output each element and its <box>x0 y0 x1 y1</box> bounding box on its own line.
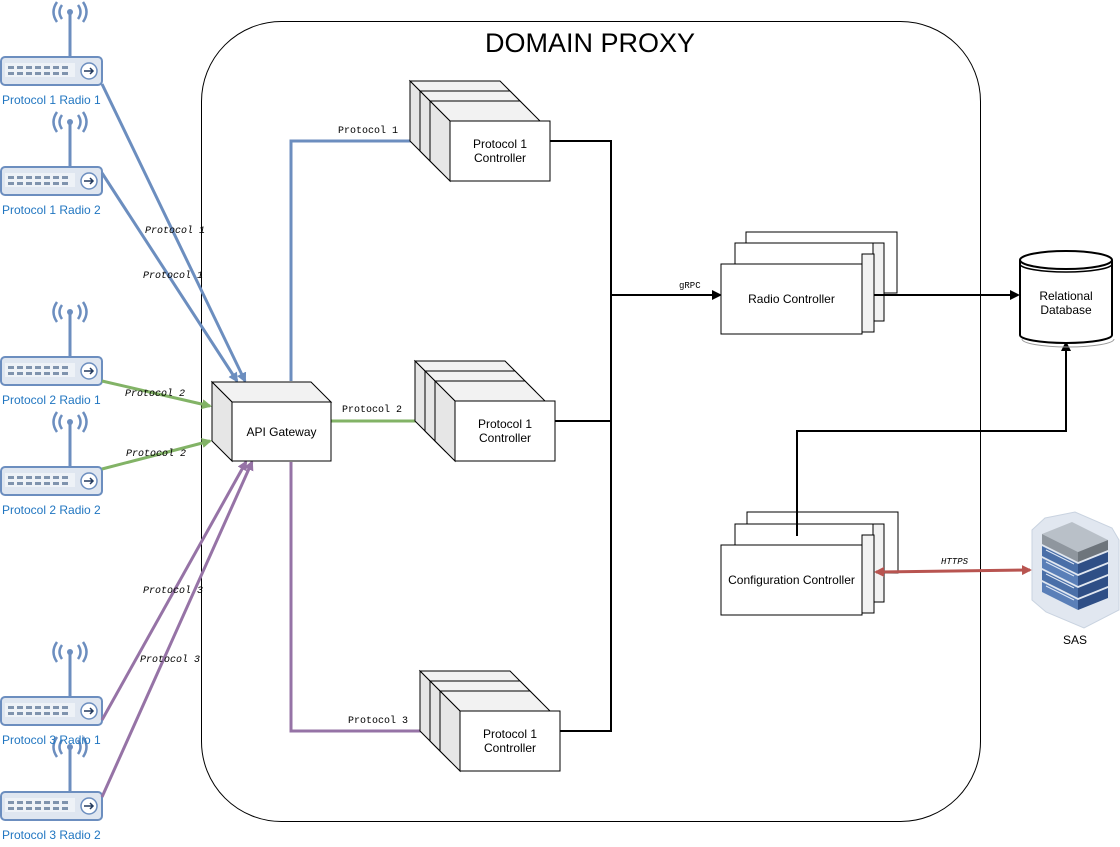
edge-label-gw-p3: Protocol 3 <box>348 716 409 727</box>
edge-label-p1-b: Protocol 1 <box>143 271 204 282</box>
edge-label-grpc: gRPC <box>679 281 701 291</box>
radio-icon-5 <box>0 640 104 727</box>
radio-icon-6 <box>0 735 104 822</box>
edge-gateway-controller-3 <box>289 462 440 736</box>
database-line1: Relational <box>1039 289 1093 303</box>
radio-label-p1r2: Protocol 1 Radio 2 <box>2 203 101 217</box>
relational-database-node[interactable] <box>1019 250 1115 348</box>
controller-3-line2: Controller <box>483 741 537 755</box>
database-line2: Database <box>1040 303 1092 317</box>
radio-label-p1r1: Protocol 1 Radio 1 <box>2 93 101 107</box>
configuration-controller-node[interactable] <box>720 511 899 616</box>
radio-icon-2 <box>0 110 104 197</box>
edge-label-p1-a: Protocol 1 <box>145 226 206 237</box>
edge-p3r1-gateway <box>100 460 248 721</box>
radio-icon-1 <box>0 0 104 87</box>
database-label: Relational Database <box>1020 268 1112 338</box>
edge-gateway-controller-1 <box>289 136 431 381</box>
sas-server-icon[interactable] <box>1031 511 1120 629</box>
radio-label-p3r2: Protocol 3 Radio 2 <box>2 828 101 842</box>
controller-1-line2: Controller <box>473 151 527 165</box>
controller-1-label: Protocol 1 Controller <box>450 121 550 181</box>
controller-3-line1: Protocol 1 <box>482 727 538 741</box>
api-gateway-label: API Gateway <box>246 424 317 439</box>
edge-config-controller-database <box>796 341 1071 536</box>
edge-p1r2-gateway <box>100 172 239 383</box>
controller-2-label: Protocol 1 Controller <box>455 401 555 461</box>
controller-2-line1: Protocol 1 <box>477 417 533 431</box>
radio-controller-label: Radio Controller <box>748 292 835 306</box>
radio-icon-3 <box>0 300 104 387</box>
edge-p3r2-gateway <box>100 460 254 798</box>
protocol-controller-node-1[interactable] <box>408 79 551 183</box>
domain-proxy-container <box>201 21 981 822</box>
configuration-controller-label: Configuration Controller <box>728 573 855 587</box>
controller-1-line1: Protocol 1 <box>472 137 528 151</box>
protocol-controller-node-3[interactable] <box>418 669 561 773</box>
api-gateway-node[interactable] <box>210 380 333 463</box>
radio-controller-node[interactable] <box>720 231 898 335</box>
edge-p1r1-gateway <box>100 83 247 383</box>
edge-p2r1-gateway <box>101 379 212 410</box>
edge-label-p3-a: Protocol 3 <box>143 586 204 597</box>
edge-label-gw-p1: Protocol 1 <box>338 126 399 137</box>
edge-label-gw-p2: Protocol 2 <box>342 405 403 416</box>
edge-label-https: HTTPS <box>941 557 969 567</box>
controller-2-line2: Controller <box>478 431 532 445</box>
controller-3-label: Protocol 1 Controller <box>460 711 560 771</box>
radio-label-p2r2: Protocol 2 Radio 2 <box>2 503 101 517</box>
sas-label: SAS <box>1062 633 1087 647</box>
edge-p2r2-gateway <box>101 438 212 471</box>
edge-label-p3-b: Protocol 3 <box>140 655 201 666</box>
edge-config-controller-sas <box>874 565 1032 577</box>
protocol-controller-node-2[interactable] <box>413 359 556 463</box>
radio-icon-4 <box>0 410 104 497</box>
edge-label-p2-b: Protocol 2 <box>126 449 187 460</box>
radio-label-p2r1: Protocol 2 Radio 1 <box>2 393 101 407</box>
radio-label-p3r1: Protocol 3 Radio 1 <box>2 733 101 747</box>
domain-proxy-title: DOMAIN PROXY <box>484 28 696 58</box>
edge-label-p2-a: Protocol 2 <box>125 389 186 400</box>
